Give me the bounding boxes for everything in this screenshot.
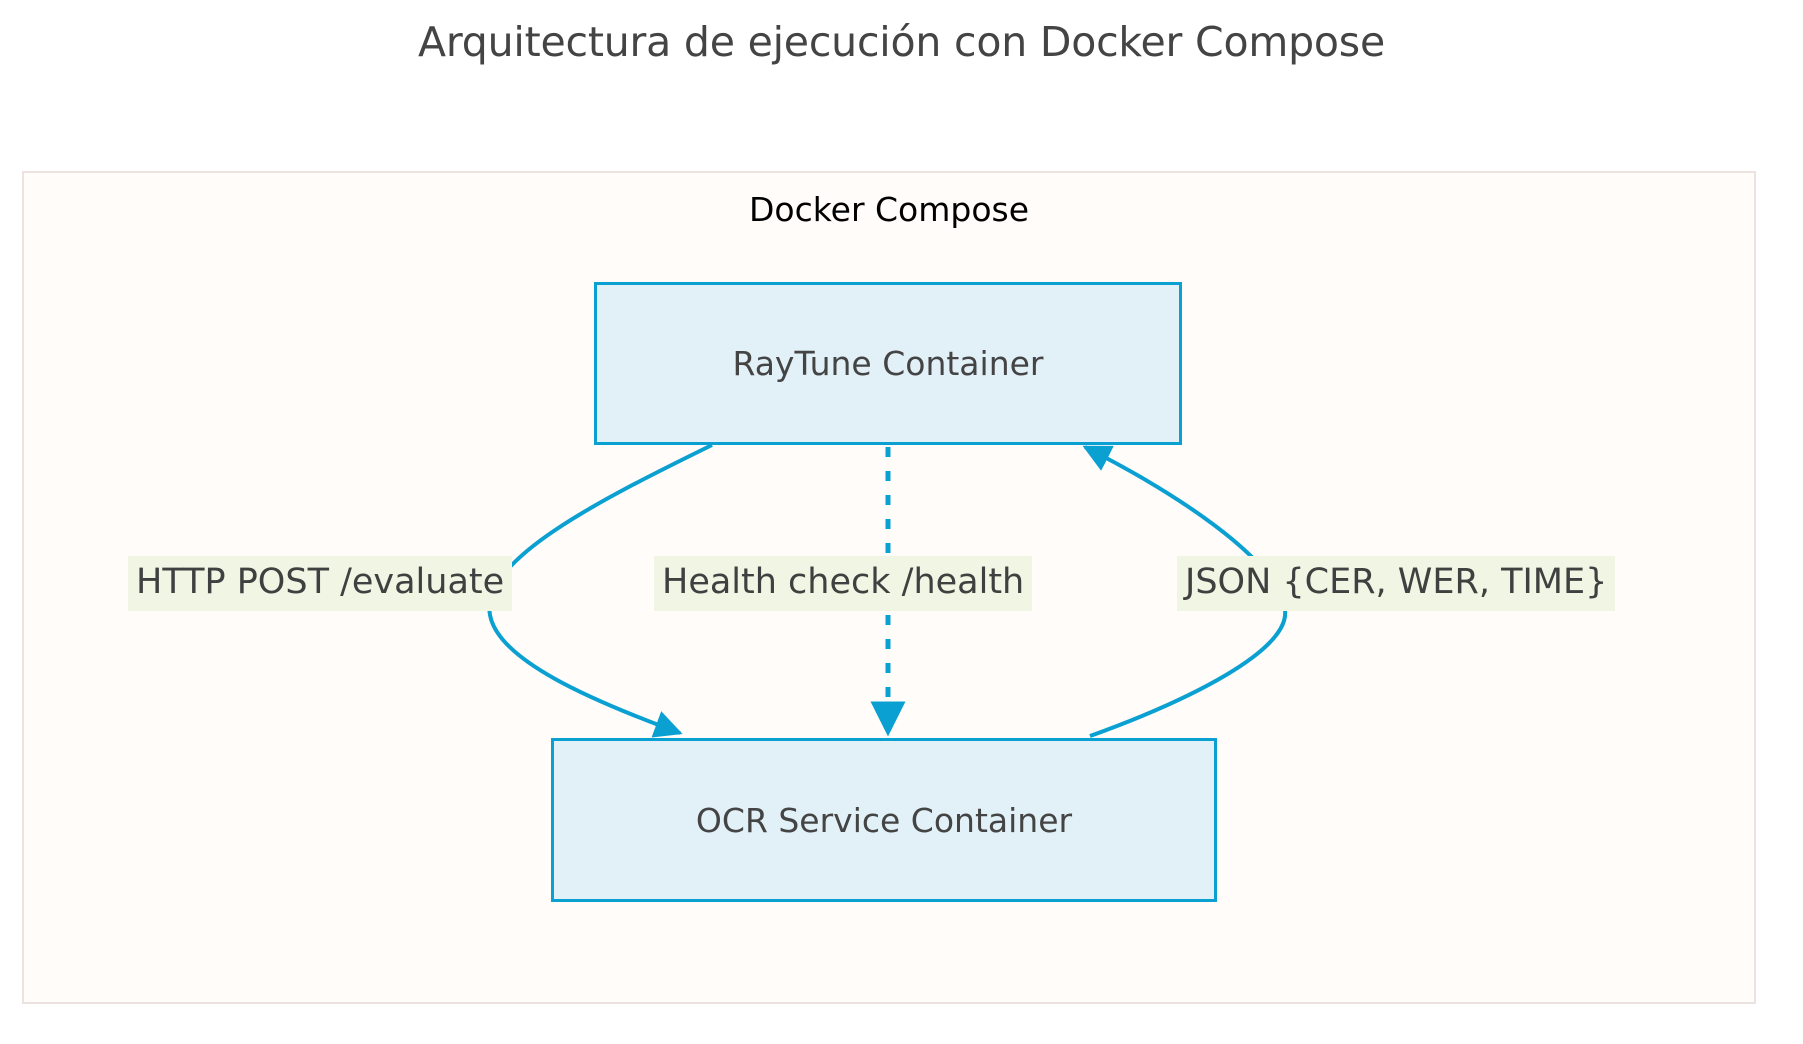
node-raytune-label: RayTune Container	[732, 344, 1044, 383]
edge-label-health-check: Health check /health	[654, 556, 1033, 611]
node-ocr-service-container[interactable]: OCR Service Container	[551, 738, 1217, 902]
node-raytune-container[interactable]: RayTune Container	[594, 282, 1182, 445]
edge-label-json-response: JSON {CER, WER, TIME}	[1177, 556, 1616, 611]
subgraph-label: Docker Compose	[748, 190, 1030, 229]
page-title: Arquitectura de ejecución con Docker Com…	[418, 18, 1385, 66]
edge-label-http-post-evaluate: HTTP POST /evaluate	[128, 556, 513, 611]
node-ocr-label: OCR Service Container	[695, 800, 1073, 840]
